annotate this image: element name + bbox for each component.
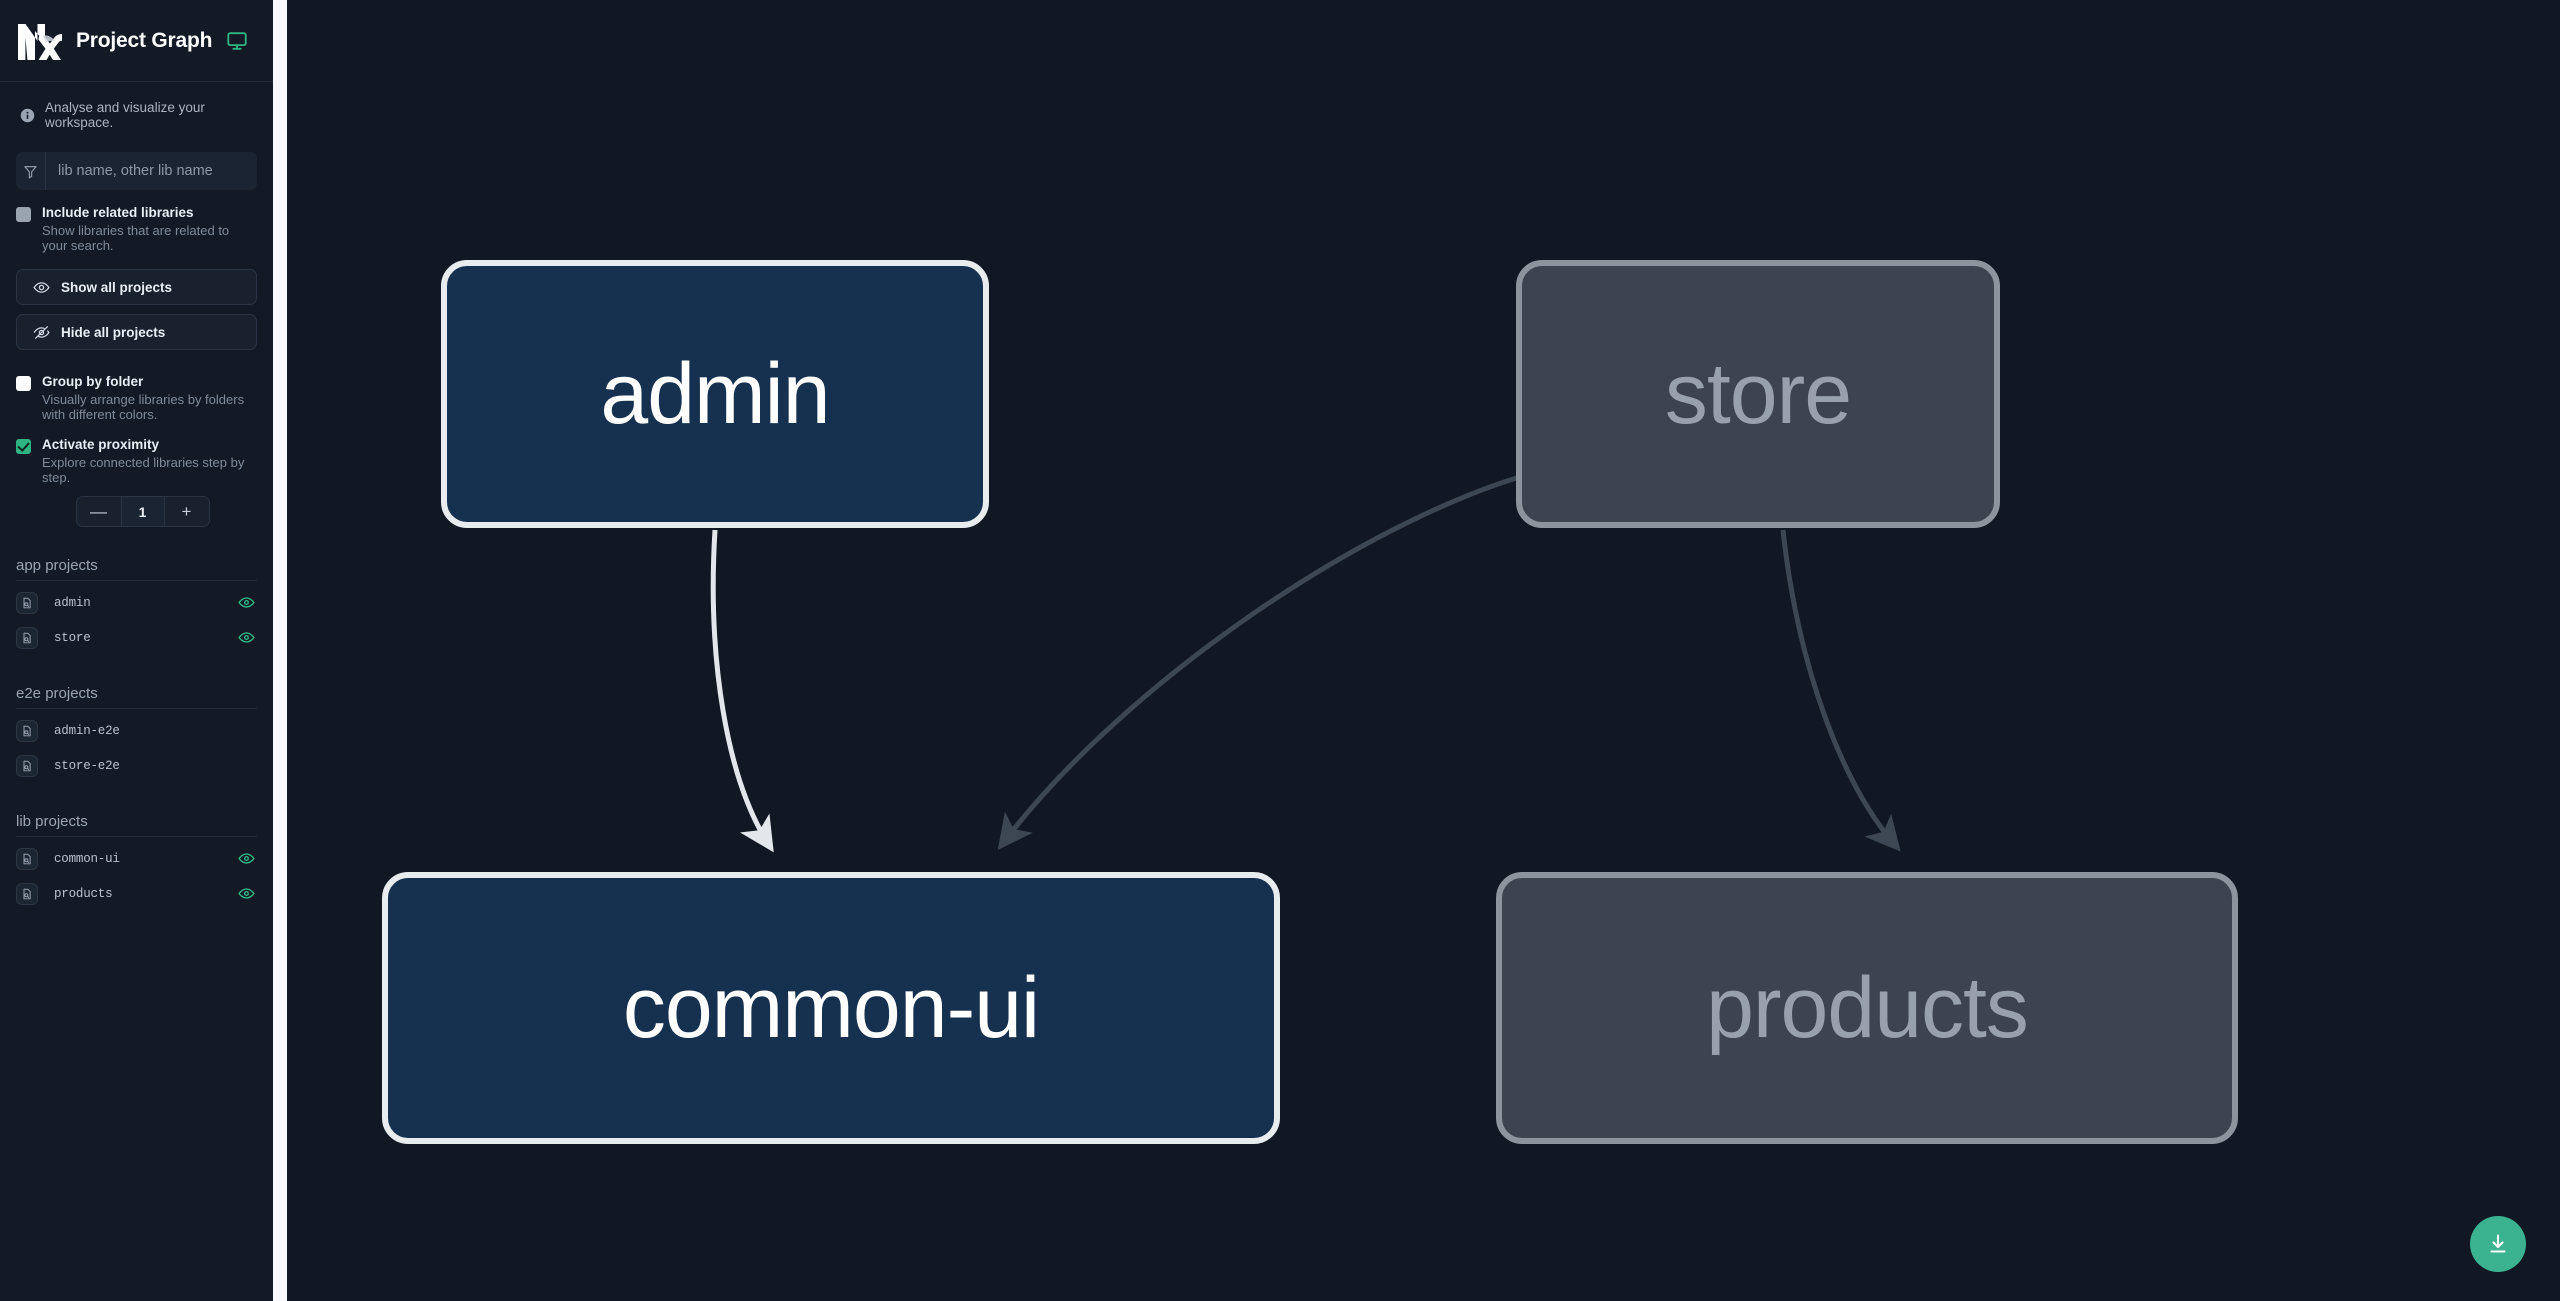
graph-node-label: common-ui bbox=[622, 960, 1040, 1056]
group-heading: lib projects bbox=[16, 783, 257, 837]
sidebar-resize-handle[interactable] bbox=[273, 0, 287, 1301]
eye-off-icon bbox=[33, 324, 50, 341]
hide-all-projects-label: Hide all projects bbox=[61, 324, 166, 340]
project-list-item-store[interactable]: store bbox=[16, 620, 257, 655]
graph-node-admin[interactable]: admin bbox=[441, 260, 989, 528]
graph-edges bbox=[710, 471, 1901, 853]
graph-node-label: products bbox=[1706, 960, 2029, 1056]
sidebar-header: Project Graph bbox=[0, 0, 273, 82]
project-list-item-admin-e2e[interactable]: admin-e2e bbox=[16, 713, 257, 748]
project-visibility-eye-icon[interactable] bbox=[238, 594, 255, 611]
info-icon bbox=[20, 108, 35, 123]
eye-icon bbox=[33, 279, 50, 296]
project-group-app: app projects admin bbox=[0, 527, 273, 655]
project-file-icon bbox=[16, 591, 38, 614]
funnel-filter-icon bbox=[16, 152, 46, 190]
graph-node-store[interactable]: store bbox=[1516, 260, 2000, 528]
proximity-stepper-wrap: — 1 + bbox=[0, 485, 273, 527]
group-heading: e2e projects bbox=[16, 655, 257, 709]
graph-node-products[interactable]: products bbox=[1496, 872, 2238, 1144]
graph-canvas[interactable]: admin store common-ui products bbox=[287, 0, 2560, 1301]
download-icon bbox=[2486, 1232, 2510, 1256]
group-heading: app projects bbox=[16, 527, 257, 581]
option-title: Group by folder bbox=[42, 374, 144, 389]
project-visibility-eye-icon[interactable] bbox=[238, 850, 255, 867]
nx-logo-icon bbox=[16, 20, 62, 62]
option-description: Visually arrange libraries by folders wi… bbox=[42, 392, 245, 422]
proximity-stepper: — 1 + bbox=[75, 496, 210, 527]
option-description: Show libraries that are related to your … bbox=[42, 223, 230, 253]
proximity-decrement-button[interactable]: — bbox=[76, 497, 121, 526]
project-visibility-eye-icon[interactable] bbox=[238, 885, 255, 902]
option-description: Explore connected libraries step by step… bbox=[42, 455, 245, 485]
show-all-projects-label: Show all projects bbox=[61, 279, 173, 295]
option-activate-proximity[interactable]: Activate proximity Explore connected lib… bbox=[0, 422, 273, 485]
option-title: Activate proximity bbox=[42, 437, 160, 452]
graph-node-common-ui[interactable]: common-ui bbox=[382, 872, 1280, 1144]
project-name: store bbox=[54, 630, 91, 645]
project-list-item-store-e2e[interactable]: store-e2e bbox=[16, 748, 257, 783]
tagline-text: Analyse and visualize your workspace. bbox=[45, 100, 205, 130]
proximity-value: 1 bbox=[120, 497, 165, 526]
download-graph-button[interactable] bbox=[2470, 1216, 2526, 1272]
project-file-icon bbox=[16, 626, 38, 649]
project-file-icon bbox=[16, 754, 38, 777]
visibility-buttons: Show all projects Hide all projects bbox=[0, 253, 273, 350]
sidebar: Project Graph Analyse and visualize your… bbox=[0, 0, 273, 1301]
project-file-icon bbox=[16, 719, 38, 742]
project-name: store-e2e bbox=[54, 758, 120, 773]
project-list-item-common-ui[interactable]: common-ui bbox=[16, 841, 257, 876]
search-input[interactable] bbox=[46, 152, 257, 190]
monitor-icon[interactable] bbox=[226, 30, 248, 52]
project-name: common-ui bbox=[54, 851, 120, 866]
option-title: Include related libraries bbox=[42, 205, 194, 220]
project-file-icon bbox=[16, 882, 38, 905]
page-title: Project Graph bbox=[76, 28, 213, 52]
tagline-row: Analyse and visualize your workspace. bbox=[0, 82, 273, 130]
project-group-e2e: e2e projects admin-e2e store-e2e bbox=[0, 655, 273, 783]
proximity-increment-button[interactable]: + bbox=[164, 497, 209, 526]
group-by-folder-checkbox[interactable] bbox=[16, 376, 31, 391]
project-name: admin bbox=[54, 595, 91, 610]
include-related-libraries-checkbox[interactable] bbox=[16, 207, 31, 222]
project-list-item-products[interactable]: products bbox=[16, 876, 257, 911]
edge-admin-to-common-ui bbox=[710, 529, 774, 853]
edge-store-to-products bbox=[1780, 529, 1901, 852]
graph-node-label: store bbox=[1664, 346, 1852, 442]
project-file-icon bbox=[16, 847, 38, 870]
show-all-projects-button[interactable]: Show all projects bbox=[16, 269, 257, 305]
project-list-item-admin[interactable]: admin bbox=[16, 585, 257, 620]
project-name: admin-e2e bbox=[54, 723, 120, 738]
project-name: products bbox=[54, 886, 113, 901]
option-include-related-libraries[interactable]: Include related libraries Show libraries… bbox=[0, 190, 273, 253]
hide-all-projects-button[interactable]: Hide all projects bbox=[16, 314, 257, 350]
project-visibility-eye-icon[interactable] bbox=[238, 629, 255, 646]
project-group-lib: lib projects common-ui bbox=[0, 783, 273, 911]
option-group-by-folder[interactable]: Group by folder Visually arrange librari… bbox=[0, 359, 273, 422]
activate-proximity-checkbox[interactable] bbox=[16, 439, 31, 454]
search-section bbox=[0, 130, 273, 190]
search-box[interactable] bbox=[16, 152, 257, 190]
graph-node-label: admin bbox=[600, 346, 830, 442]
edge-store-to-common-ui bbox=[997, 471, 1531, 850]
